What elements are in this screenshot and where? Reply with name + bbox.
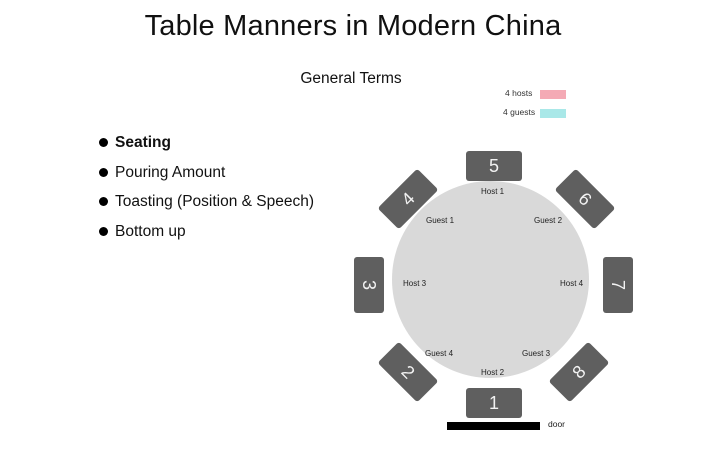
list-item: Seating	[99, 131, 314, 161]
label-guest-1: Guest 1	[426, 216, 455, 225]
seat-7: 7	[603, 257, 633, 313]
seat-5: 5	[466, 151, 522, 181]
label-guest-3: Guest 3	[522, 349, 551, 358]
label-guest-4: Guest 4	[425, 349, 454, 358]
label-host-3: Host 3	[403, 279, 427, 288]
page-title: Table Manners in Modern China	[144, 10, 562, 42]
bullet-dot	[99, 197, 108, 206]
label-host-4: Host 4	[560, 279, 584, 288]
label-host-2: Host 2	[481, 368, 505, 377]
seat-1: 1	[466, 388, 522, 418]
door-label: door	[548, 419, 566, 429]
legend-guests-label: 4 guests	[503, 107, 536, 117]
label-host-1: Host 1	[481, 187, 505, 196]
legend-guests-swatch	[540, 109, 566, 118]
list-item: Pouring Amount	[99, 161, 314, 191]
page-subtitle: General Terms	[300, 70, 402, 87]
legend-hosts-swatch	[540, 90, 566, 99]
seat-3: 3	[354, 257, 384, 313]
bullet-dot	[99, 226, 108, 236]
door-bar	[447, 422, 540, 430]
topic-list: Seating Pouring Amount Toasting (Positio…	[99, 131, 314, 249]
round-table	[392, 181, 589, 378]
bullet-dot	[99, 167, 108, 177]
bullet-dot	[99, 138, 108, 147]
legend-hosts-label: 4 hosts	[505, 88, 533, 98]
list-item: Bottom up	[99, 220, 314, 250]
label-guest-2: Guest 2	[534, 216, 563, 225]
list-item: Toasting (Position & Speech)	[99, 190, 314, 220]
